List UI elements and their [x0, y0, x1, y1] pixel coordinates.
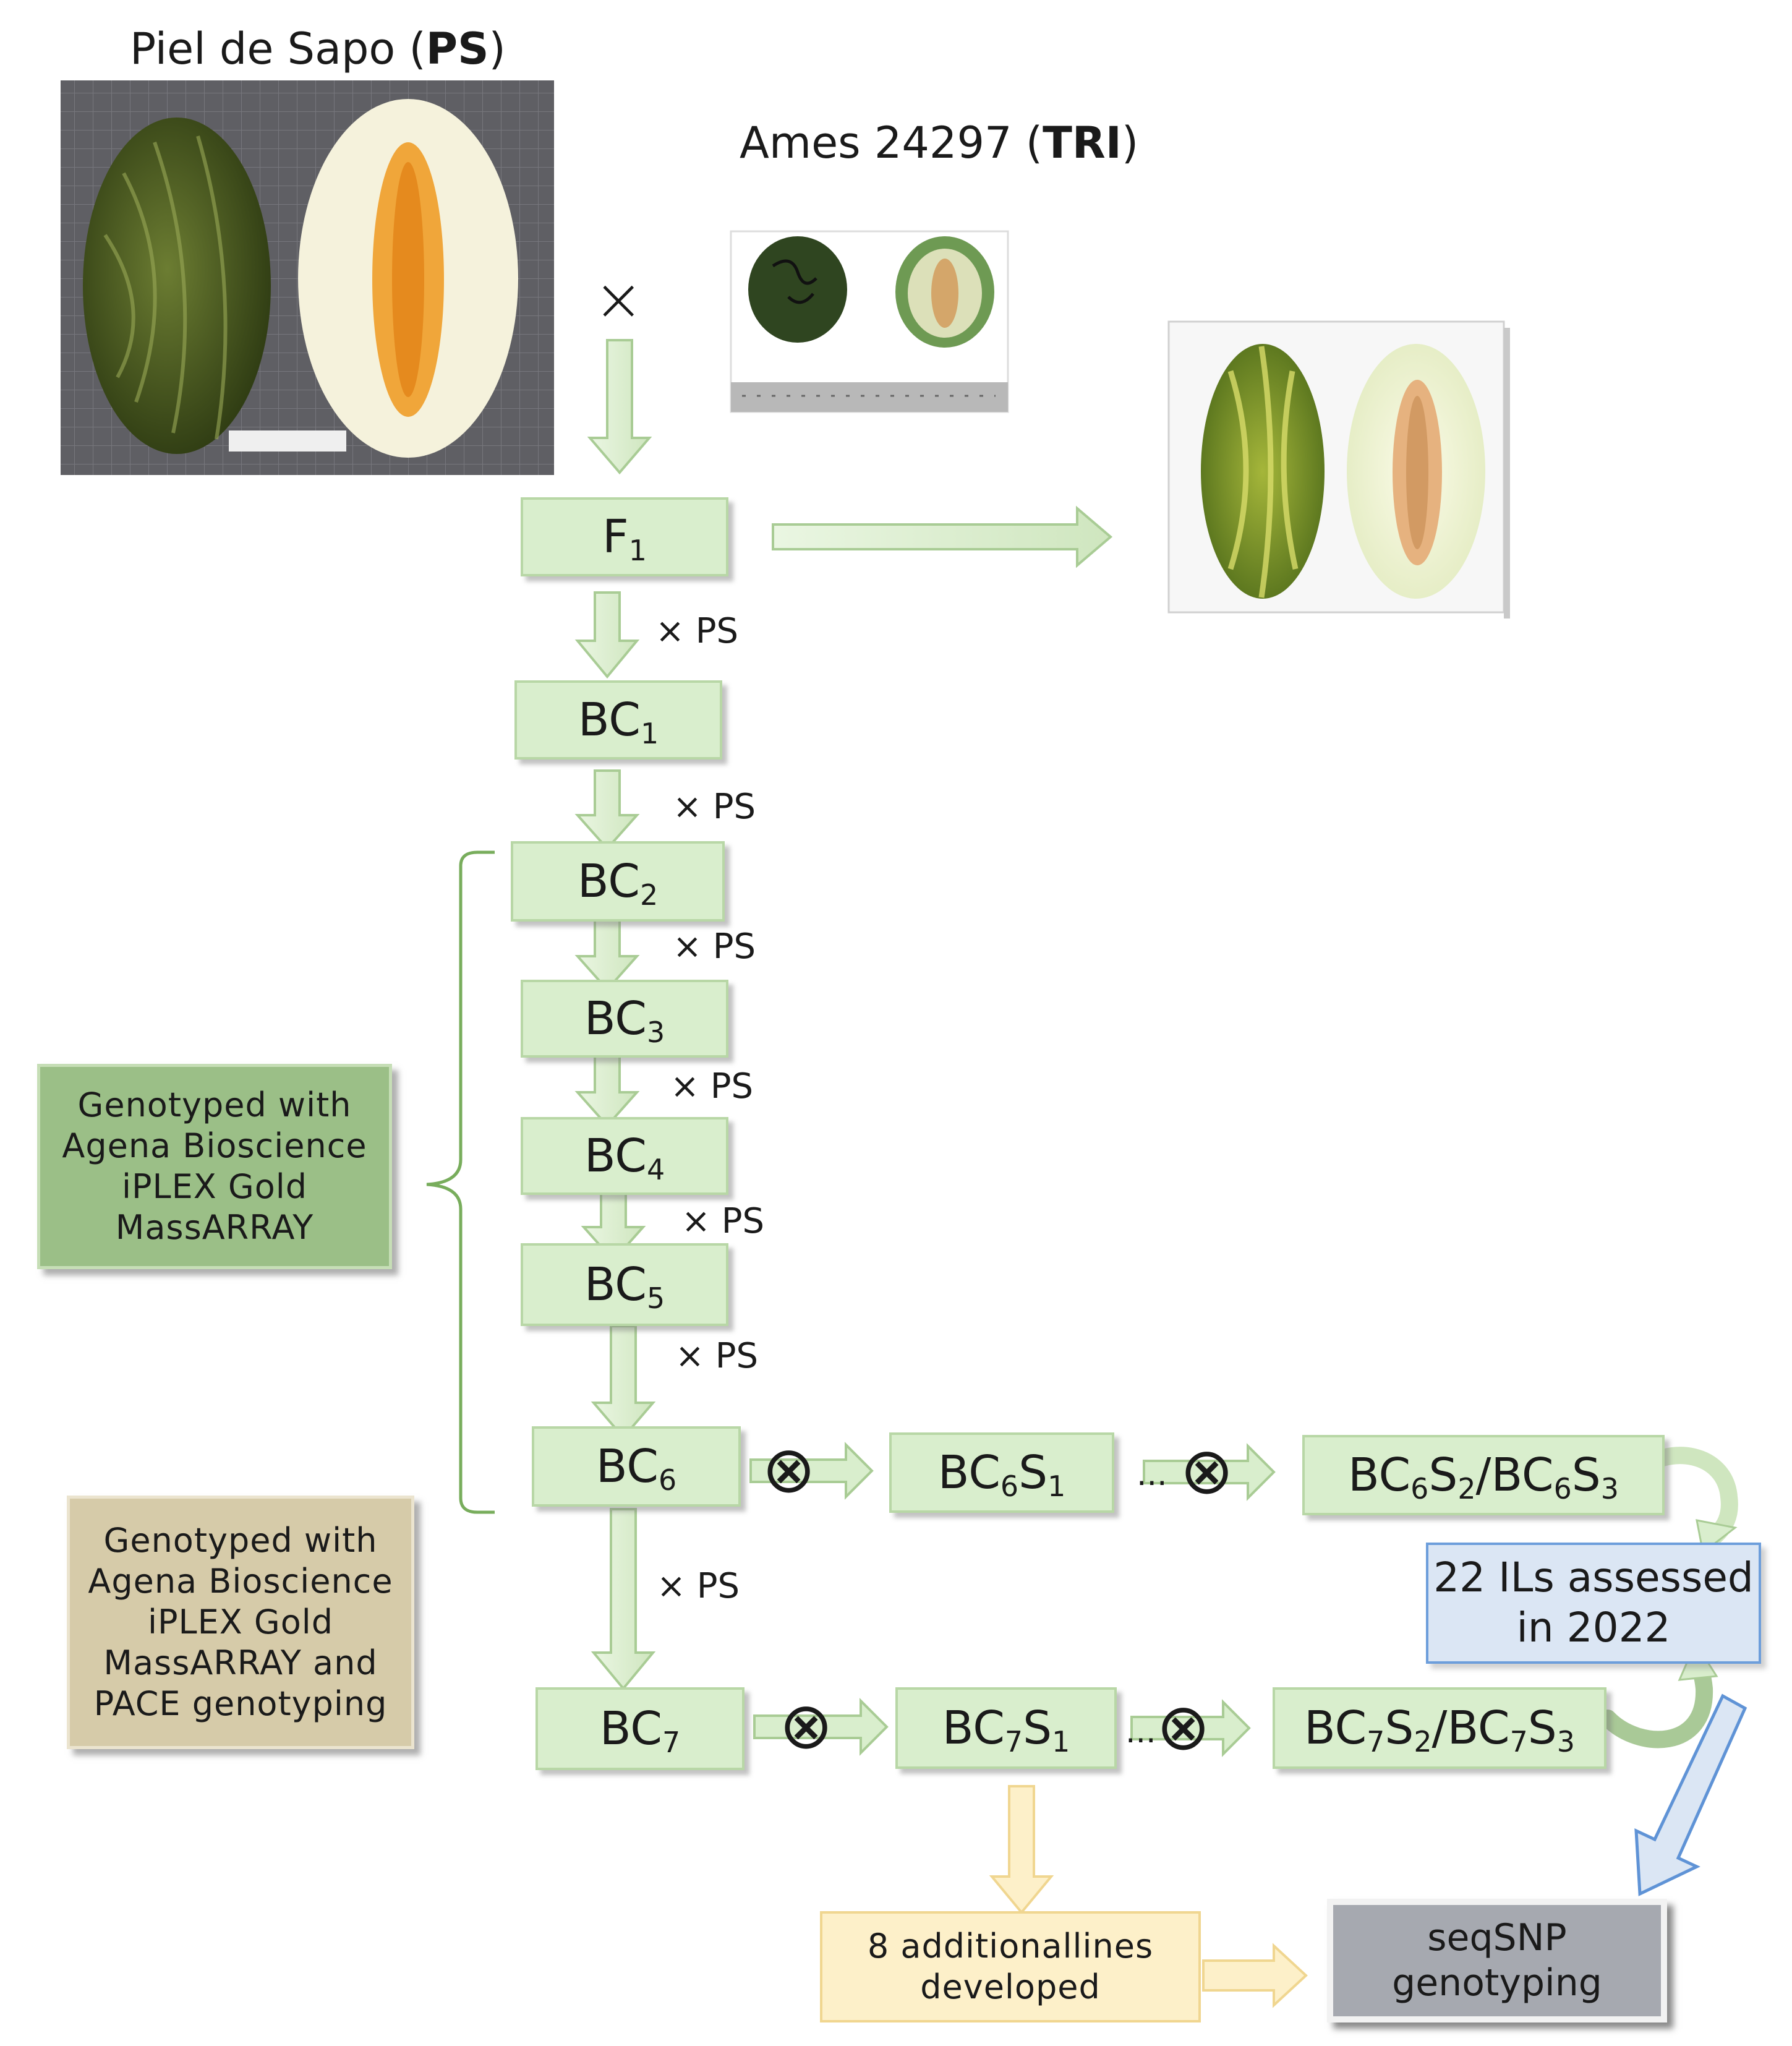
selfing-symbol-bc6s1: ⊗ [1180, 1433, 1234, 1509]
backcross-label-1: × PS [655, 611, 739, 651]
cross-symbol: × [594, 265, 644, 334]
bc3-box: BC3 [521, 980, 728, 1058]
bc1-box: BC1 [514, 680, 722, 760]
bc7-box: BC7 [535, 1687, 745, 1770]
generation-arrows [574, 339, 656, 1691]
backcross-label-7: × PS [657, 1566, 740, 1606]
arrow-bc1-to-bc2 [574, 769, 640, 851]
agena-pace-note: Genotyped with Agena Bioscience iPLEX Go… [67, 1496, 414, 1749]
arrow-additional-to-seqsnp [1202, 1943, 1308, 2008]
arrow-bc6-to-bc7 [591, 1508, 656, 1691]
ellipsis-bc6s1: ... [1137, 1456, 1167, 1493]
arrow-bc7-to-bc7s1 [753, 1698, 889, 1756]
bc6s2-bc6s3-box: BC6S2/BC6S3 [1302, 1435, 1665, 1515]
agena-brace [426, 850, 495, 1514]
arrow-cross-to-f1 [587, 339, 652, 475]
arrow-bc2-to-bc3 [574, 915, 640, 992]
arrow-bc7s1-to-additional [989, 1785, 1054, 1915]
arrow-f1-to-bc1 [574, 591, 640, 679]
backcross-label-6: × PS [675, 1336, 759, 1376]
arrow-bc7s1-to-bc7s2 [1130, 1699, 1251, 1757]
ellipsis-bc7s1: ... [1125, 1713, 1156, 1750]
bc4-box: BC4 [521, 1117, 728, 1195]
selfing-symbol-bc7s1: ⊗ [1156, 1689, 1211, 1765]
f1-photo [1167, 320, 1510, 619]
ils-box: 22 ILs assessed in 2022 [1426, 1543, 1761, 1664]
bc6s1-box: BC6S1 [889, 1432, 1114, 1513]
selfing-arrows [749, 1442, 1276, 1757]
additional-lines-box: 8 additionallines developed [820, 1911, 1201, 2022]
tri-title: Ames 24297 (TRI) [740, 118, 1139, 168]
arrow-f1-to-photo [772, 505, 1113, 568]
arrow-bc3-to-bc4 [574, 1051, 640, 1128]
arrow-bc5-to-bc6 [591, 1325, 656, 1440]
bc7s2-bc7s3-box: BC7S2/BC7S3 [1273, 1687, 1606, 1769]
bc6-box: BC6 [532, 1426, 741, 1507]
selfing-symbol-bc7: ⊗ [779, 1688, 834, 1763]
selfing-symbol-bc6: ⊗ [762, 1432, 816, 1507]
bc5-box: BC5 [521, 1243, 728, 1326]
ps-photo [61, 80, 554, 475]
seqsnp-box: seqSNP genotyping [1327, 1899, 1667, 2022]
backcross-label-4: × PS [670, 1066, 754, 1106]
arrow-bc6s1-to-bc6s2 [1143, 1443, 1276, 1501]
arrow-bc6-to-bc6s1 [749, 1442, 874, 1500]
bc7s1-box: BC7S1 [895, 1687, 1117, 1769]
agena-note: Genotyped with Agena Bioscience iPLEX Go… [37, 1064, 392, 1269]
f1-box: F1 [521, 497, 728, 576]
arrow-ils-to-seqsnp [1634, 1693, 1747, 1896]
backcross-label-5: × PS [681, 1201, 765, 1241]
bc2-box: BC2 [511, 841, 725, 922]
ps-title: Piel de Sapo (PS) [130, 24, 506, 74]
tri-photo [730, 230, 1009, 413]
backcross-label-2: × PS [673, 787, 756, 827]
backcross-label-3: × PS [673, 927, 756, 967]
